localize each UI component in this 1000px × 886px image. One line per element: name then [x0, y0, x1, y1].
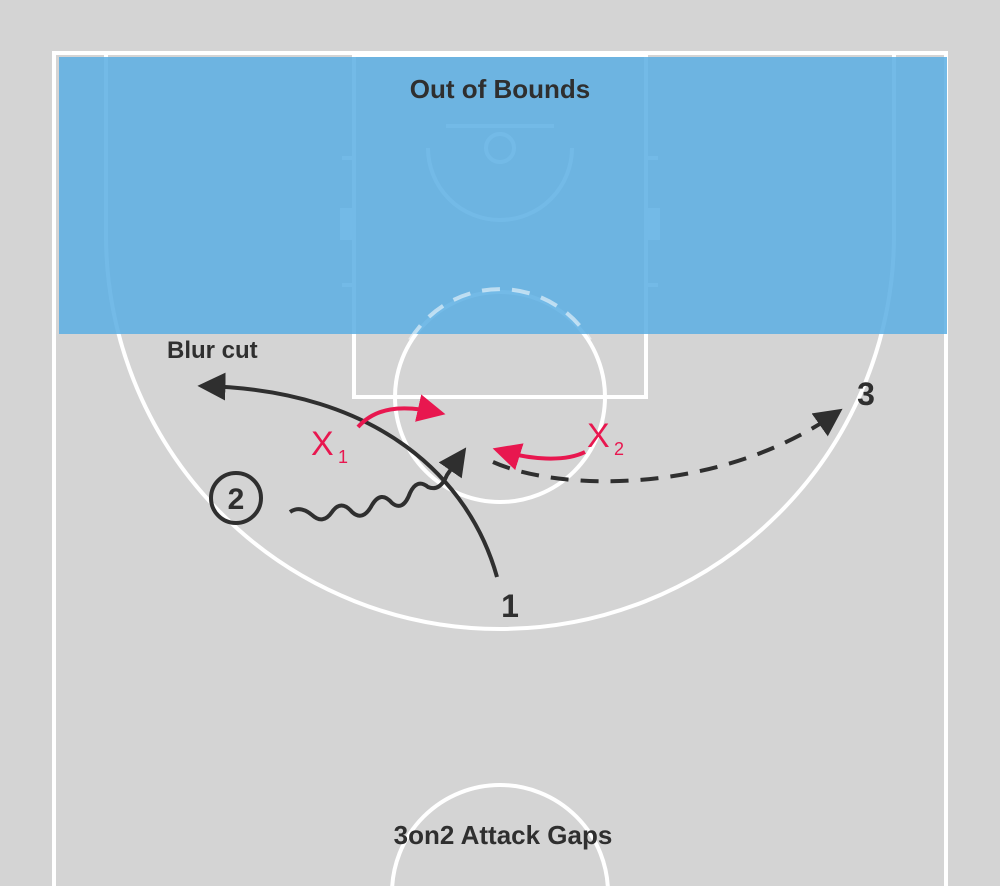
defender-x2-subscript: 2	[614, 439, 624, 459]
out-of-bounds-label: Out of Bounds	[410, 74, 591, 104]
defender-x2: X 2	[587, 417, 624, 459]
blur-cut-label: Blur cut	[167, 337, 258, 364]
pass-path	[492, 408, 843, 484]
blur-cut-path	[197, 372, 499, 578]
defender-x1: X 1	[311, 425, 348, 467]
out-of-bounds-zone	[59, 57, 947, 334]
player-2-ball-handler: 2	[209, 471, 263, 525]
free-throw-circle-dashed	[408, 287, 592, 342]
center-circle	[390, 783, 610, 886]
defender-x2-letter: X	[587, 417, 610, 455]
three-point-line	[104, 55, 896, 631]
player-3: 3	[857, 376, 875, 412]
defender-x1-letter: X	[311, 425, 334, 463]
bottom-title: 3on2 Attack Gaps	[394, 820, 613, 850]
defender-x2-move	[492, 443, 586, 471]
defender-x1-move	[356, 394, 446, 429]
player-1: 1	[501, 588, 519, 624]
player-2-number: 2	[228, 483, 245, 516]
defender-x1-subscript: 1	[338, 447, 348, 467]
dribble-path	[288, 447, 467, 522]
